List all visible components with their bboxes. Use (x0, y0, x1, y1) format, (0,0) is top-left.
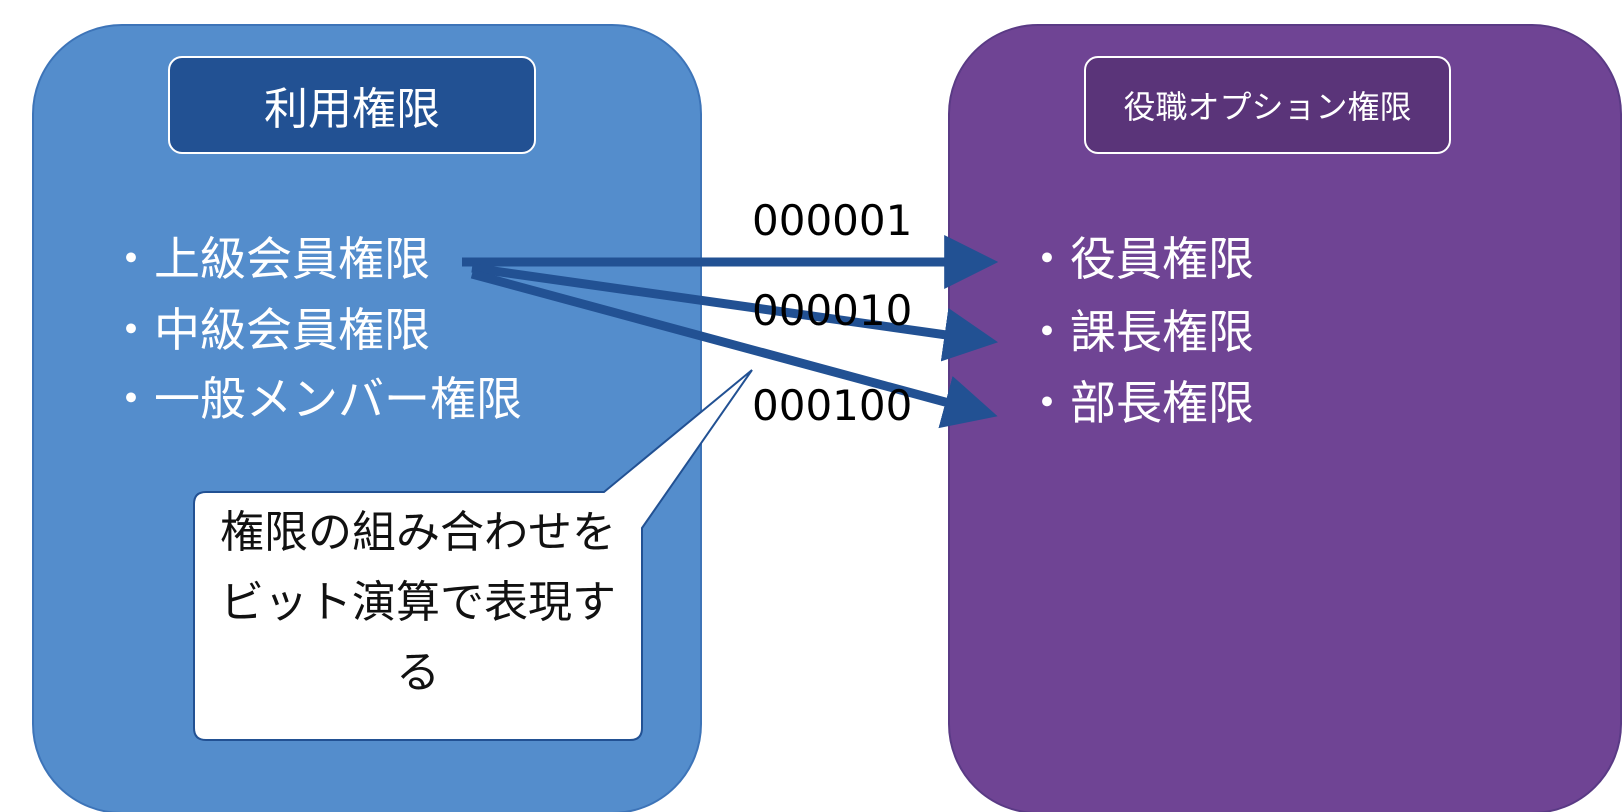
bit-label-000001: 000001 (752, 196, 913, 245)
bit-label-000010: 000010 (752, 286, 913, 335)
role-item-officer: ・役員権限 (1024, 232, 1254, 286)
bit-label-000100: 000100 (752, 381, 913, 430)
role-option-title: 役職オプション権限 (1084, 56, 1451, 154)
permission-item-intermediate-member: ・中級会員権限 (108, 303, 430, 357)
callout-text: 権限の組み合わせを ビット演算で表現す る (198, 498, 638, 708)
role-item-department-head: ・部長権限 (1024, 376, 1254, 430)
role-item-section-chief: ・課長権限 (1024, 305, 1254, 359)
callout-line-2: ビット演算で表現す (220, 577, 616, 628)
permission-item-general-member: ・一般メンバー権限 (108, 372, 522, 426)
callout-line-3: る (396, 647, 440, 698)
permission-item-senior-member: ・上級会員権限 (108, 232, 430, 286)
usage-permission-title: 利用権限 (168, 56, 536, 154)
role-option-panel (948, 24, 1622, 812)
callout-line-1: 権限の組み合わせを (220, 507, 616, 558)
